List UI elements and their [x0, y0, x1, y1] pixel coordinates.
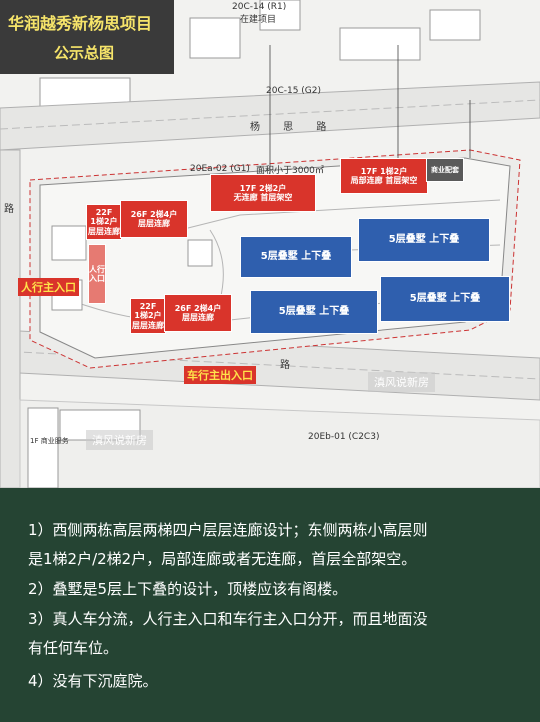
- building-26f-west-1: 26F 2梯4户层层连廊: [120, 200, 188, 238]
- left-road-label: 路: [4, 204, 14, 215]
- lot-code-label: 20Ea-02 (G1): [190, 164, 250, 174]
- vehicle-entrance-tag: 车行主出入口: [184, 366, 256, 384]
- lower-road-label: 路: [280, 360, 290, 371]
- title-box: 华润越秀新杨思项目 公示总图: [0, 0, 174, 74]
- plan-subtitle: 公示总图: [54, 44, 115, 62]
- building-17f-middle: 17F 2梯2户无连廊 首层架空: [210, 174, 316, 212]
- top-road-code: 20C-14 (R1): [232, 2, 287, 12]
- road-15-label: 20C-15 (G2): [266, 86, 322, 96]
- area-note: 面积小于3000㎡: [256, 166, 324, 176]
- villa-block-2: 5层叠墅 上下叠: [358, 218, 490, 262]
- note-line-5: 有任何车位。: [28, 639, 119, 657]
- project-title: 华润越秀新杨思项目: [8, 14, 153, 33]
- note-line-1: 1）西侧两栋高层两梯四户层层连廊设计；东侧两栋小高层则: [28, 521, 428, 539]
- top-project-label: 在建项目: [240, 15, 277, 25]
- note-line-4: 3）真人车分流，人行主入口和车行主入口分开，而且地面没: [28, 610, 428, 628]
- watermark-2: 滇风说新房: [86, 430, 153, 450]
- note-line-2: 是1梯2户/2梯2户，局部连廊或者无连廊，首层全部架空。: [28, 550, 417, 568]
- pedestrian-gate-building: 人行入口: [88, 244, 106, 304]
- villa-block-1: 5层叠墅 上下叠: [240, 236, 352, 278]
- left-note: 1F 商业服务: [30, 437, 69, 445]
- commercial-building: 商业配套: [426, 158, 464, 182]
- villa-block-4: 5层叠墅 上下叠: [380, 276, 510, 322]
- site-plan: 20C-14 (R1) 在建项目 20C-15 (G2) 杨 思 路 20Ea-…: [0, 0, 540, 488]
- building-26f-west-2: 26F 2梯4户层层连廊: [164, 294, 232, 332]
- notes-panel: 1）西侧两栋高层两梯四户层层连廊设计；东侧两栋小高层则 是1梯2户/2梯2户，局…: [0, 488, 540, 722]
- pedestrian-entrance-tag: 人行主入口: [18, 278, 79, 296]
- villa-block-3: 5层叠墅 上下叠: [250, 290, 378, 334]
- bottom-road-code: 20Eb-01 (C2C3): [308, 432, 380, 442]
- building-17f-east: 17F 1梯2户局部连廊 首层架空: [340, 158, 428, 194]
- note-line-6: 4）没有下沉庭院。: [28, 672, 158, 690]
- note-line-3: 2）叠墅是5层上下叠的设计，顶楼应该有阁楼。: [28, 580, 348, 598]
- yangsi-road-label: 杨 思 路: [250, 122, 337, 133]
- watermark-1: 滇风说新房: [368, 372, 435, 392]
